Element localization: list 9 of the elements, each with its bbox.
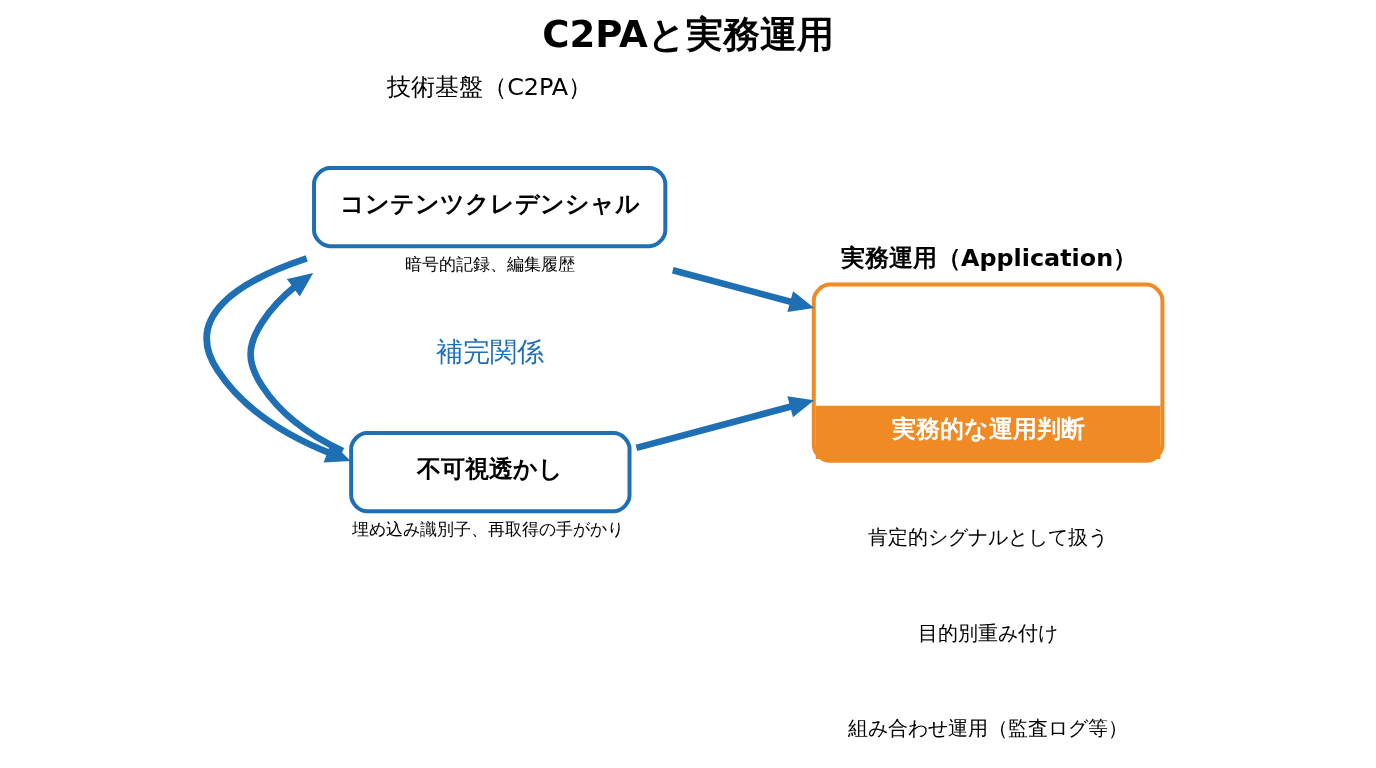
label: 肯定的シグナルとして扱う bbox=[868, 526, 1109, 550]
label: 組み合わせ運用（監査ログ等） bbox=[848, 717, 1129, 741]
label: 補完関係 bbox=[435, 335, 544, 367]
diagram-title: C2PAと実務運用 bbox=[542, 13, 834, 57]
node-label: 埋め込み識別子、再取得の手がかり bbox=[351, 518, 624, 539]
label: 技術基盤（C2PA） bbox=[387, 72, 593, 101]
node-label: 実務運用（Application） bbox=[840, 243, 1138, 272]
node-label: 暗号的記録、編集履歴 bbox=[404, 253, 575, 274]
label: 目的別重み付け bbox=[918, 621, 1059, 645]
